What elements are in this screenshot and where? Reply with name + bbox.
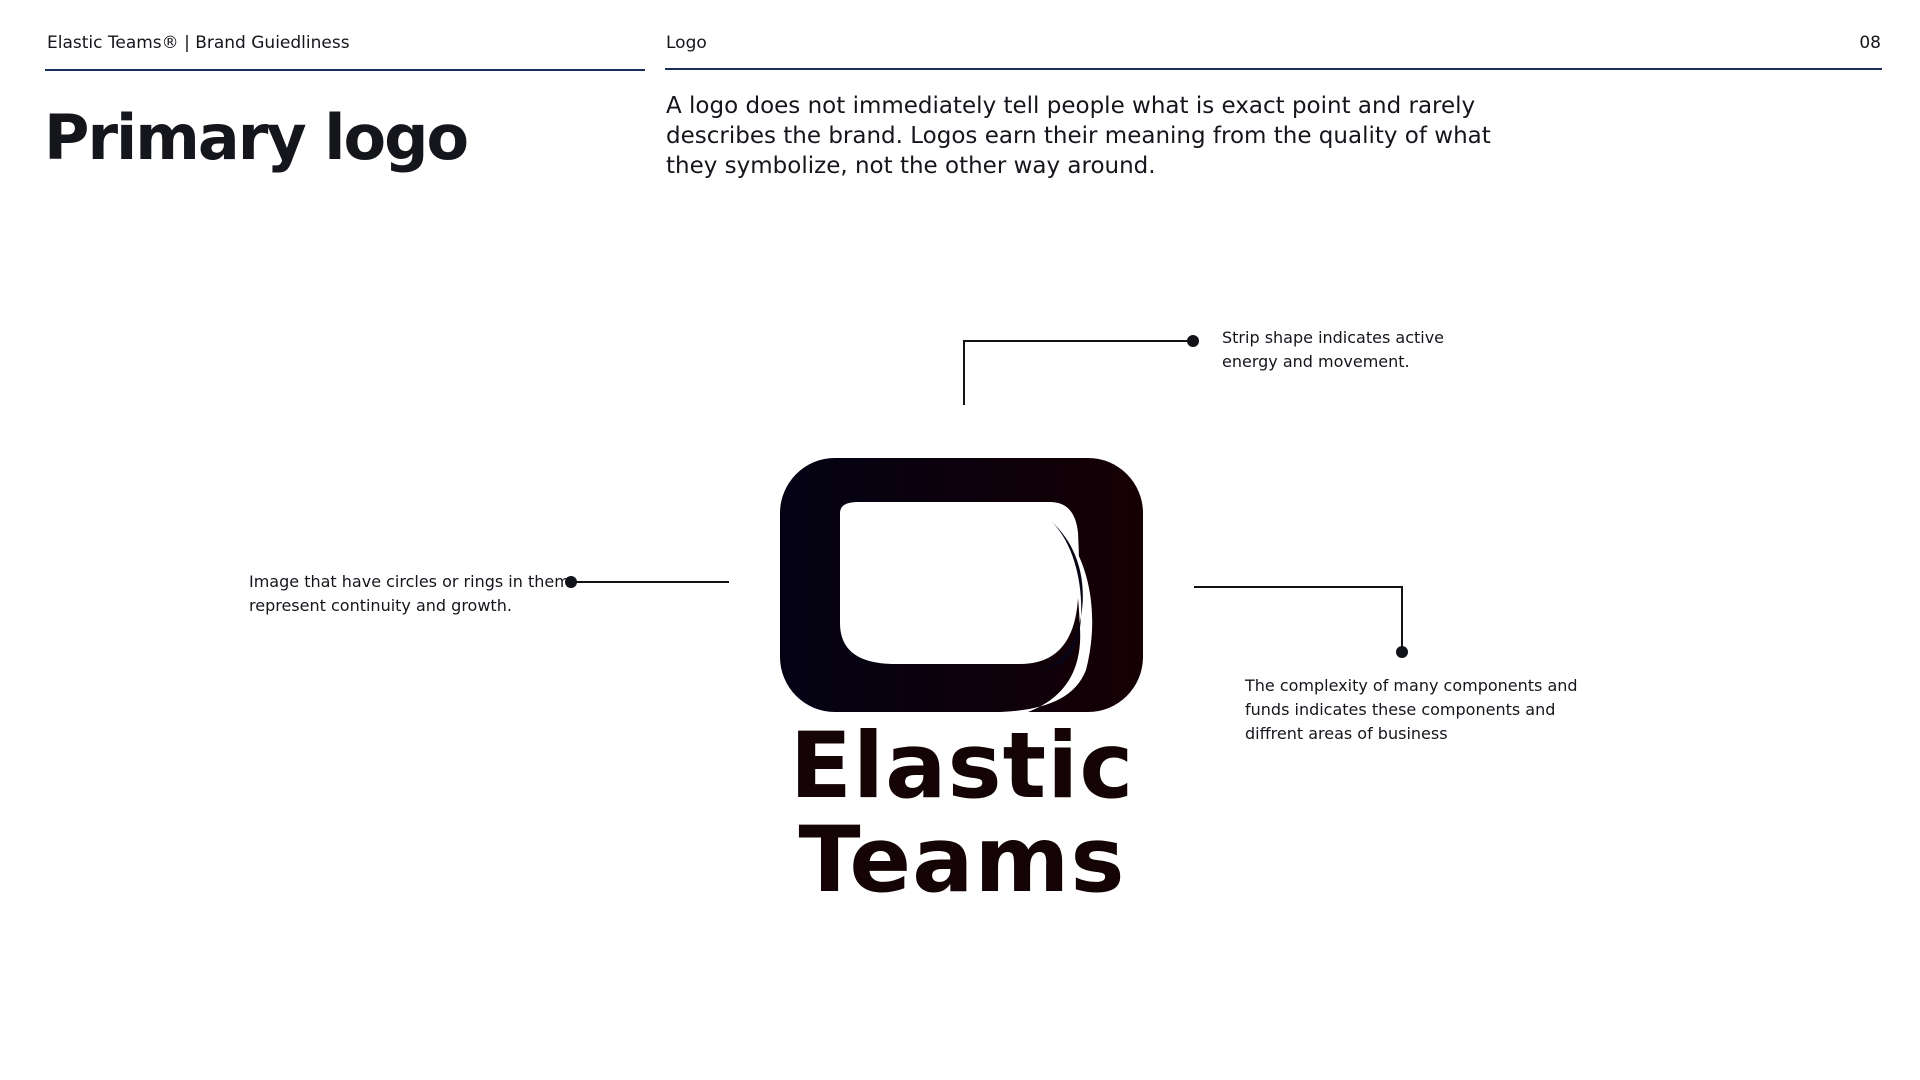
callout-strip-text: Strip shape indicates active energy and … — [1222, 328, 1445, 371]
callout-strip-connector-horizontal — [963, 340, 1193, 342]
callout-complexity-dot — [1396, 646, 1408, 658]
header-brand: Elastic Teams® | Brand Guiedliness — [47, 33, 350, 53]
intro-paragraph: A logo does not immediately tell people … — [666, 93, 1491, 179]
callout-circles-connector — [570, 581, 729, 583]
callout-strip-dot — [1187, 335, 1199, 347]
callout-complexity-connector-vertical — [1401, 586, 1403, 652]
callout-strip-connector-vertical — [963, 340, 965, 405]
header-section: Logo — [666, 33, 707, 53]
page-number: 08 — [1859, 33, 1881, 53]
header-rule-left — [45, 69, 645, 71]
callout-complexity-text: The complexity of many components and fu… — [1245, 676, 1578, 743]
logo-wordmark-line1: Elastic — [789, 714, 1135, 819]
logo-wordmark-line2: Teams — [798, 808, 1126, 913]
elastic-teams-logo-mark — [780, 458, 1143, 712]
header-rule-right — [665, 68, 1882, 70]
callout-circles-text: Image that have circles or rings in them… — [249, 572, 570, 615]
logo-ring-inner — [840, 502, 1079, 664]
callout-complexity-connector-horizontal — [1194, 586, 1403, 588]
page-title: Primary logo — [44, 101, 469, 174]
